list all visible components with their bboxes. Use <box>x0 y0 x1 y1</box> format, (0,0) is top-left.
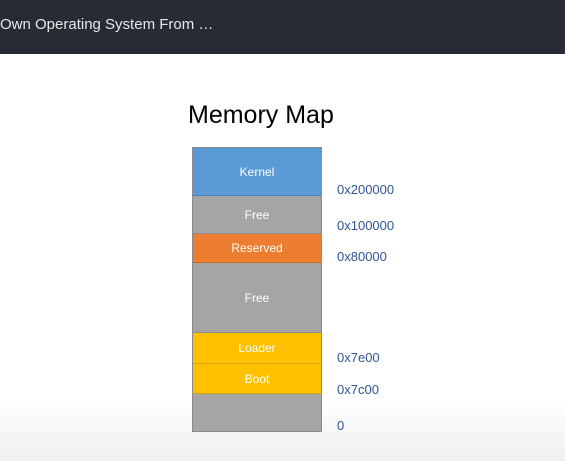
address-0: 0 <box>337 418 345 433</box>
segment-free-lower: Free <box>193 263 321 333</box>
memory-map-stack: Kernel Free Reserved Free Loader Boot <box>192 147 322 432</box>
window-title: Own Operating System From … <box>0 16 214 33</box>
segment-boot: Boot <box>193 364 321 394</box>
segment-loader: Loader <box>193 333 321 364</box>
address-0x7e00: 0x7e00 <box>337 350 380 365</box>
segment-free-upper: Free <box>193 196 321 234</box>
segment-kernel: Kernel <box>193 148 321 196</box>
address-0x7c00: 0x7c00 <box>337 382 379 397</box>
slide-title: Memory Map <box>188 101 334 129</box>
segment-reserved: Reserved <box>193 234 321 263</box>
address-0x100000: 0x100000 <box>337 218 395 233</box>
segment-bottom <box>193 394 321 431</box>
title-bar: Own Operating System From … <box>0 0 565 54</box>
address-0x80000: 0x80000 <box>337 249 387 264</box>
address-0x200000: 0x200000 <box>337 182 395 197</box>
